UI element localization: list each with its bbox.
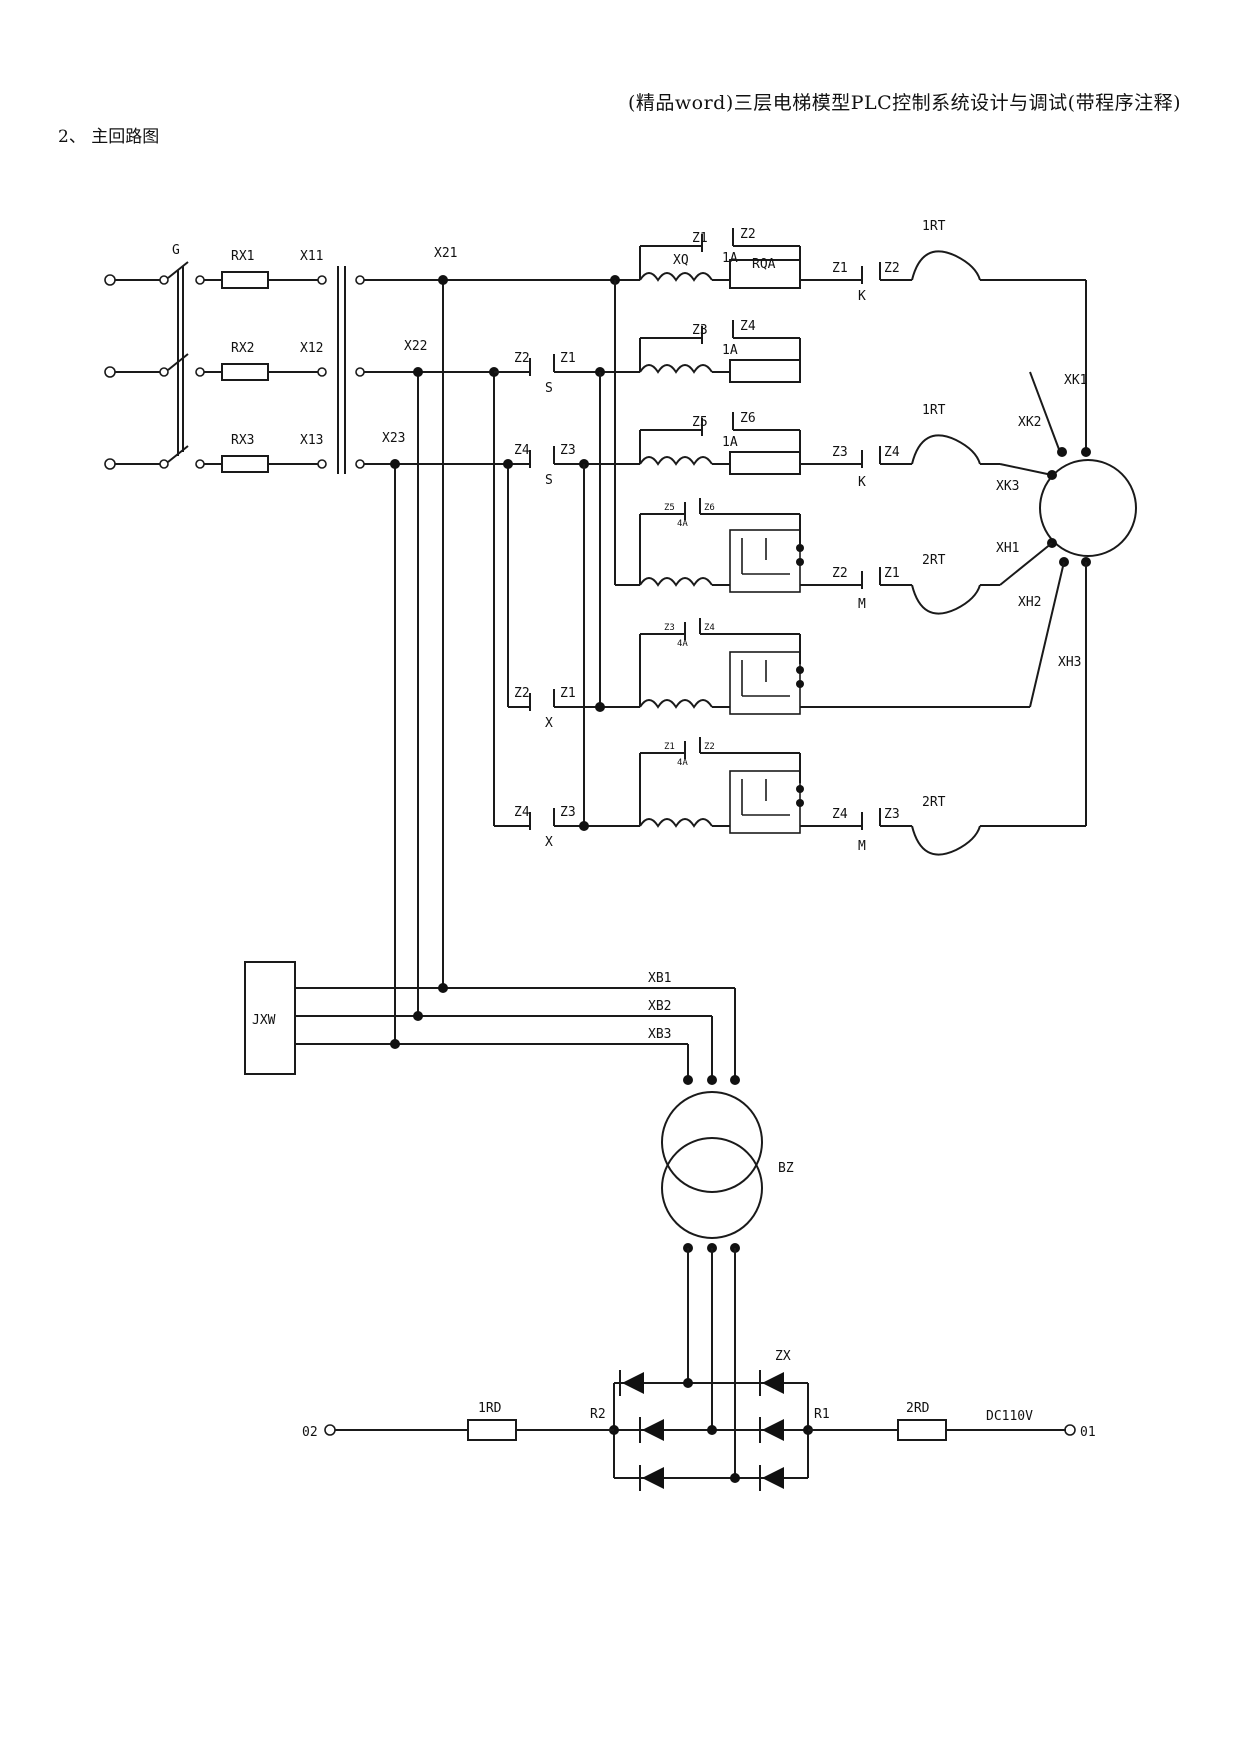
label-z1-r5: Z1 bbox=[560, 686, 576, 701]
row-5: Z2 Z1 X Z3 Z4 4A bbox=[514, 561, 1065, 731]
label-s-r2: S bbox=[545, 381, 553, 396]
label-z6-r3: Z6 bbox=[740, 411, 756, 426]
rectifier-zx: ZX R2 R1 bbox=[590, 1349, 830, 1491]
label-z2-r6: Z2 bbox=[704, 742, 715, 752]
label-z3-r5: Z3 bbox=[664, 623, 675, 633]
label-x13: X13 bbox=[300, 433, 323, 448]
main-bus-lines: X21 X22 X23 bbox=[364, 246, 640, 1044]
label-z2-r4: Z2 bbox=[832, 566, 848, 581]
label-xb2: XB2 bbox=[648, 999, 671, 1014]
label-z1-r6: Z1 bbox=[664, 742, 675, 752]
label-xb1: XB1 bbox=[648, 971, 671, 986]
label-z5-r3: Z5 bbox=[692, 415, 708, 430]
label-z1-r2: Z1 bbox=[560, 351, 576, 366]
label-k-r1: K bbox=[858, 289, 866, 304]
label-z4-r2: Z4 bbox=[740, 319, 756, 334]
label-02: 02 bbox=[302, 1425, 318, 1440]
switch-g: G bbox=[167, 243, 205, 469]
label-rx2: RX2 bbox=[231, 341, 254, 356]
label-m-r6: M bbox=[858, 839, 866, 854]
label-r1: R1 bbox=[814, 1407, 830, 1422]
label-k-r3: K bbox=[858, 475, 866, 490]
label-g: G bbox=[172, 243, 180, 258]
label-2rd: 2RD bbox=[906, 1401, 930, 1416]
label-m-r4: M bbox=[858, 597, 866, 612]
transformer-bz: BZ bbox=[661, 1075, 794, 1478]
label-xk1: XK1 bbox=[1064, 373, 1087, 388]
label-2rt-r6: 2RT bbox=[922, 795, 946, 810]
label-xb3: XB3 bbox=[648, 1027, 671, 1042]
row-2: Z2 Z1 S Z3 Z4 1A bbox=[494, 319, 1061, 707]
label-z1-r1b: Z1 bbox=[832, 261, 848, 276]
label-z2-r1: Z2 bbox=[740, 227, 756, 242]
dc-output: 02 1RD 2RD DC110V 01 bbox=[302, 1401, 1096, 1441]
fuses-rx: RX1 RX2 RX3 X11 X12 X13 bbox=[204, 249, 323, 473]
row-4: Z5 Z6 4A Z2 Z1 M 2RT bbox=[639, 498, 1053, 615]
label-01: 01 bbox=[1080, 1425, 1096, 1440]
label-x22: X22 bbox=[404, 339, 427, 354]
label-rx3: RX3 bbox=[231, 433, 254, 448]
label-xh1: XH1 bbox=[996, 541, 1019, 556]
label-x21: X21 bbox=[434, 246, 457, 261]
label-1rt-r3: 1RT bbox=[922, 403, 946, 418]
label-1a-r2: 1A bbox=[722, 343, 738, 358]
label-xk2: XK2 bbox=[1018, 415, 1041, 430]
label-4a-r5: 4A bbox=[677, 639, 688, 649]
label-jxw: JXW bbox=[252, 1013, 276, 1028]
motor: XK1 XK2 XK3 XH1 XH2 XH3 bbox=[996, 373, 1137, 826]
label-x23: X23 bbox=[382, 431, 405, 446]
label-x12: X12 bbox=[300, 341, 323, 356]
label-r2: R2 bbox=[590, 1407, 606, 1422]
label-s-r3: S bbox=[545, 473, 553, 488]
row-3: Z4 Z3 S Z5 Z6 1A Z3 Z4 K 1RT bbox=[514, 403, 1053, 826]
label-1a-r3: 1A bbox=[722, 435, 738, 450]
label-z2-r5: Z2 bbox=[514, 686, 530, 701]
label-z6-r4: Z6 bbox=[704, 503, 715, 513]
label-1rt-r1: 1RT bbox=[922, 219, 946, 234]
label-x-r6: X bbox=[545, 835, 553, 850]
label-bz: BZ bbox=[778, 1161, 794, 1176]
label-z4-r6b: Z4 bbox=[832, 807, 848, 822]
label-z3-r6: Z3 bbox=[560, 805, 576, 820]
label-4a-r6: 4A bbox=[677, 758, 688, 768]
label-z2-r2: Z2 bbox=[514, 351, 530, 366]
label-z1-r1: Z1 bbox=[692, 231, 708, 246]
label-2rt-r4: 2RT bbox=[922, 553, 946, 568]
label-z3-r3b: Z3 bbox=[832, 445, 848, 460]
terminals-x1 bbox=[317, 266, 365, 474]
label-x11: X11 bbox=[300, 249, 323, 264]
label-1rd: 1RD bbox=[478, 1401, 502, 1416]
label-z4-r3b: Z4 bbox=[884, 445, 900, 460]
label-z3-r6b: Z3 bbox=[884, 807, 900, 822]
label-xh2: XH2 bbox=[1018, 595, 1041, 610]
label-z3-r2: Z3 bbox=[692, 323, 708, 338]
label-z4-r3: Z4 bbox=[514, 443, 530, 458]
label-z4-r5: Z4 bbox=[704, 623, 715, 633]
label-rqa: RQA bbox=[752, 257, 776, 272]
jxw-block: JXW XB1 XB2 XB3 bbox=[244, 961, 736, 1080]
label-z2-r1b: Z2 bbox=[884, 261, 900, 276]
document-header: (精品word)三层电梯模型PLC控制系统设计与调试(带程序注释) bbox=[627, 92, 1181, 114]
label-z5-r4: Z5 bbox=[664, 503, 675, 513]
row-6: Z4 Z3 X Z1 Z2 4A Z4 Z3 M 2RT bbox=[514, 737, 1086, 856]
row-1-xq: Z1 Z2 XQ 1A RQA Z1 Z2 K 1RT bbox=[610, 219, 1087, 586]
input-terminals bbox=[104, 274, 169, 470]
label-x-r5: X bbox=[545, 716, 553, 731]
label-xk3: XK3 bbox=[996, 479, 1019, 494]
label-z3-r3: Z3 bbox=[560, 443, 576, 458]
label-4a-r4: 4A bbox=[677, 519, 688, 529]
label-xh3: XH3 bbox=[1058, 655, 1081, 670]
label-zx: ZX bbox=[775, 1349, 791, 1364]
section-heading: 2、 主回路图 bbox=[58, 127, 160, 147]
label-z4-r6: Z4 bbox=[514, 805, 530, 820]
label-rx1: RX1 bbox=[231, 249, 254, 264]
label-z1-r4: Z1 bbox=[884, 566, 900, 581]
label-1a-r1: 1A bbox=[722, 251, 738, 266]
label-dc110v: DC110V bbox=[986, 1409, 1033, 1424]
label-xq: XQ bbox=[673, 253, 689, 268]
